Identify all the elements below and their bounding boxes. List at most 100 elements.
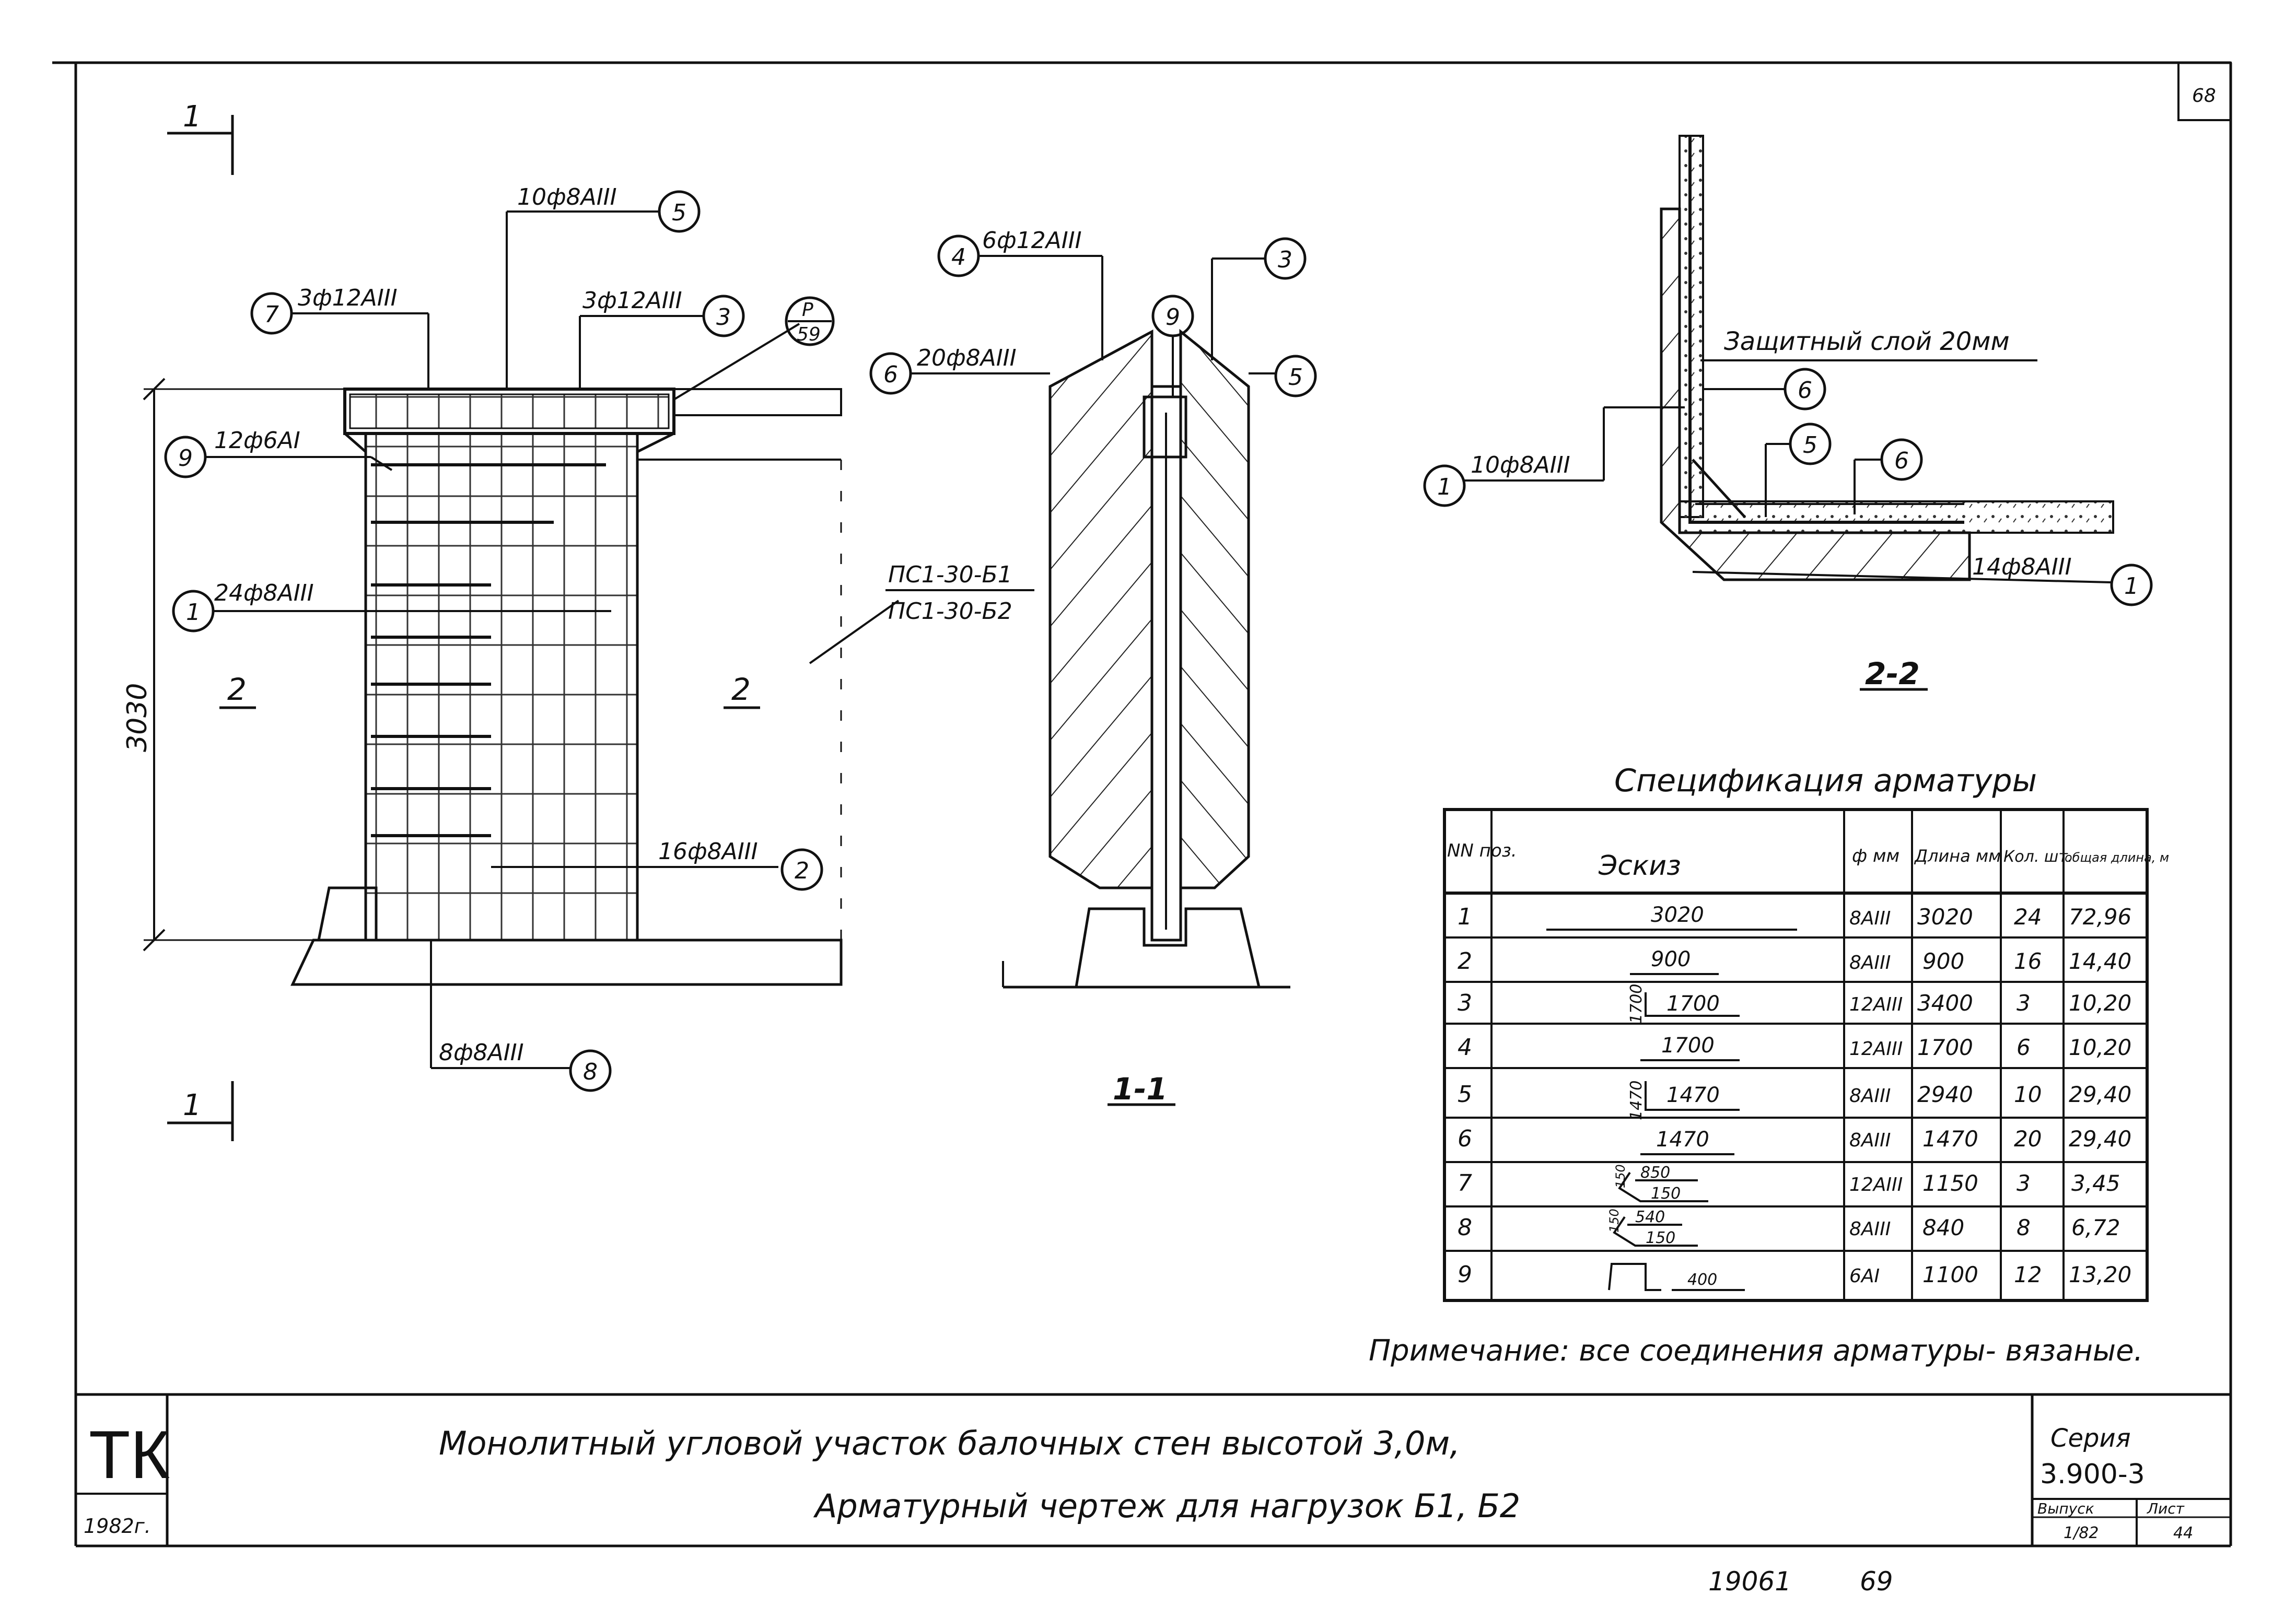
r8-sketch: 540 [1635, 1208, 1665, 1226]
s11-callout-5-pos: 5 [1288, 364, 1303, 391]
note: Примечание: все соединения арматуры- вяз… [1369, 1334, 2143, 1368]
s11-callout-3-pos: 3 [1278, 247, 1292, 273]
r6-dia: 8АIII [1849, 1130, 1891, 1151]
archive-number: 19061 [1708, 1566, 1791, 1597]
r4-total: 10,20 [2069, 1035, 2131, 1060]
r2-dia: 8АIII [1849, 952, 1891, 974]
callout-2-pos: 2 [795, 858, 809, 884]
section-mark-bottom: 1 [167, 1081, 234, 1141]
r5-sketch-leg: 1470 [1627, 1081, 1646, 1120]
r5-len: 2940 [1917, 1082, 1973, 1107]
hdr-sketch: Эскиз [1598, 850, 1681, 882]
sheet-frame: 68 [52, 61, 2232, 1547]
hdr-total: общая длина, м [2065, 850, 2169, 865]
section-mark-bottom-label: 1 [183, 1088, 202, 1122]
page-number: 69 [1860, 1566, 1893, 1597]
callout-5-pos: 5 [672, 200, 686, 226]
s22-callout-5-pos: 5 [1803, 432, 1817, 459]
section-1-1-view: 4 6ф12АIII 3 9 6 20ф8АIII 5 1-1 [869, 227, 1317, 1107]
r7-pos: 7 [1458, 1170, 1472, 1197]
r6-sketch: 1470 [1656, 1128, 1709, 1152]
r2-qty: 16 [2014, 948, 2042, 974]
r2-pos: 2 [1458, 948, 1472, 975]
r1-len: 3020 [1917, 904, 1973, 930]
s22-callout-1b-text: 14ф8АIII [1972, 554, 2072, 580]
r4-dia: 12АIII [1849, 1038, 1903, 1060]
r6-total: 29,40 [2069, 1126, 2131, 1152]
r2-total: 14,40 [2069, 948, 2131, 974]
r7-sketch-c: 150 [1613, 1164, 1628, 1188]
r2-len: 900 [1922, 948, 1964, 974]
s22-callout-6a-pos: 6 [1798, 377, 1812, 404]
r6-qty: 20 [2014, 1126, 2042, 1152]
s22-callout-1a-text: 10ф8АIII [1471, 452, 1570, 478]
sheet-value: 44 [2173, 1524, 2193, 1542]
r9-total: 13,20 [2069, 1262, 2131, 1287]
s22-callout-6b-pos: 6 [1894, 448, 1909, 474]
r9-qty: 12 [2014, 1262, 2042, 1287]
callout-8-text: 8ф8АIII [439, 1039, 524, 1066]
spec-table: Спецификация арматуры NN поз. Эскиз ф мм… [1443, 763, 2169, 1302]
title-block: ТК 1982г. Монолитный угловой участок бал… [76, 1394, 2231, 1546]
r3-sketch-leg: 1700 [1627, 984, 1646, 1024]
section-2-2-title: 2-2 [1865, 656, 1920, 691]
issue-value: 1/82 [2064, 1524, 2099, 1542]
r9-dia: 6АI [1849, 1265, 1880, 1287]
cover-note: Защитный слой 20мм [1724, 327, 2010, 356]
r1-qty: 24 [2014, 904, 2042, 930]
r4-sketch: 1700 [1661, 1034, 1715, 1058]
r3-qty: 3 [2017, 990, 2031, 1016]
r8-sketch-b: 150 [1646, 1229, 1675, 1247]
r4-len: 1700 [1917, 1035, 1973, 1060]
section-2-2-view: Защитный слой 20мм 6 5 6 1 10ф8АIII 14ф8… [1423, 135, 2153, 691]
r1-dia: 8АIII [1849, 908, 1891, 929]
r8-dia: 8АIII [1849, 1218, 1891, 1240]
hdr-len: Длина мм [1914, 846, 2001, 866]
s22-callout-1b-pos: 1 [2124, 573, 2139, 600]
r9-len: 1100 [1922, 1262, 1978, 1287]
section-mark-top-label: 1 [183, 100, 202, 134]
callout-9-text: 12ф6АI [214, 427, 300, 454]
callout-1-text: 24ф8АIII [214, 580, 314, 606]
hdr-pos: NN поз. [1447, 840, 1517, 861]
r8-len: 840 [1922, 1215, 1964, 1240]
r9-sketch: 400 [1687, 1271, 1717, 1289]
r1-pos: 1 [1458, 904, 1472, 930]
s22-callout-1a-pos: 1 [1437, 474, 1452, 500]
callout-7-pos: 7 [264, 301, 279, 328]
r7-qty: 3 [2017, 1170, 2031, 1196]
callout-3-pos: 3 [716, 304, 731, 331]
section-1-1-title: 1-1 [1113, 1071, 1168, 1107]
year: 1982г. [84, 1515, 151, 1538]
callout-5-text: 10ф8АIII [517, 184, 617, 210]
r5-dia: 8АIII [1849, 1085, 1891, 1107]
r9-pos: 9 [1458, 1261, 1472, 1288]
r8-sketch-c: 150 [1607, 1209, 1622, 1233]
r3-dia: 12АIII [1849, 994, 1903, 1015]
title-line1: Монолитный угловой участок балочных стен… [439, 1424, 1460, 1462]
r4-pos: 4 [1458, 1034, 1472, 1061]
callout-7-text: 3ф12АIII [298, 285, 398, 311]
height-dimension: 3030 [122, 683, 153, 752]
callout-9-pos: 9 [178, 445, 193, 472]
elevation-view: 3030 2 2 ПС1-30-Б1 ПС1-30- [122, 184, 1034, 1092]
r3-total: 10,20 [2069, 990, 2131, 1016]
spec-table-title: Спецификация арматуры [1614, 763, 2037, 799]
r1-total: 72,96 [2069, 904, 2131, 930]
s11-callout-9-pos: 9 [1166, 304, 1180, 331]
s11-callout-4-text: 6ф12АIII [982, 227, 1082, 254]
hdr-dia: ф мм [1852, 846, 1899, 866]
sheet-label: Лист [2147, 1500, 2185, 1517]
issue-label: Выпуск [2037, 1500, 2094, 1517]
r1-sketch: 3020 [1651, 903, 1704, 927]
r8-qty: 8 [2017, 1215, 2031, 1240]
r5-qty: 10 [2014, 1082, 2042, 1107]
detail-ref-bottom: 59 [797, 324, 821, 345]
hdr-qty: Кол. шт. [2003, 848, 2072, 866]
r7-sketch: 850 [1640, 1164, 1670, 1182]
r7-total: 3,45 [2071, 1170, 2120, 1196]
r8-pos: 8 [1458, 1214, 1472, 1241]
r3-pos: 3 [1458, 990, 1472, 1016]
callout-3-text: 3ф12АIII [582, 287, 682, 314]
